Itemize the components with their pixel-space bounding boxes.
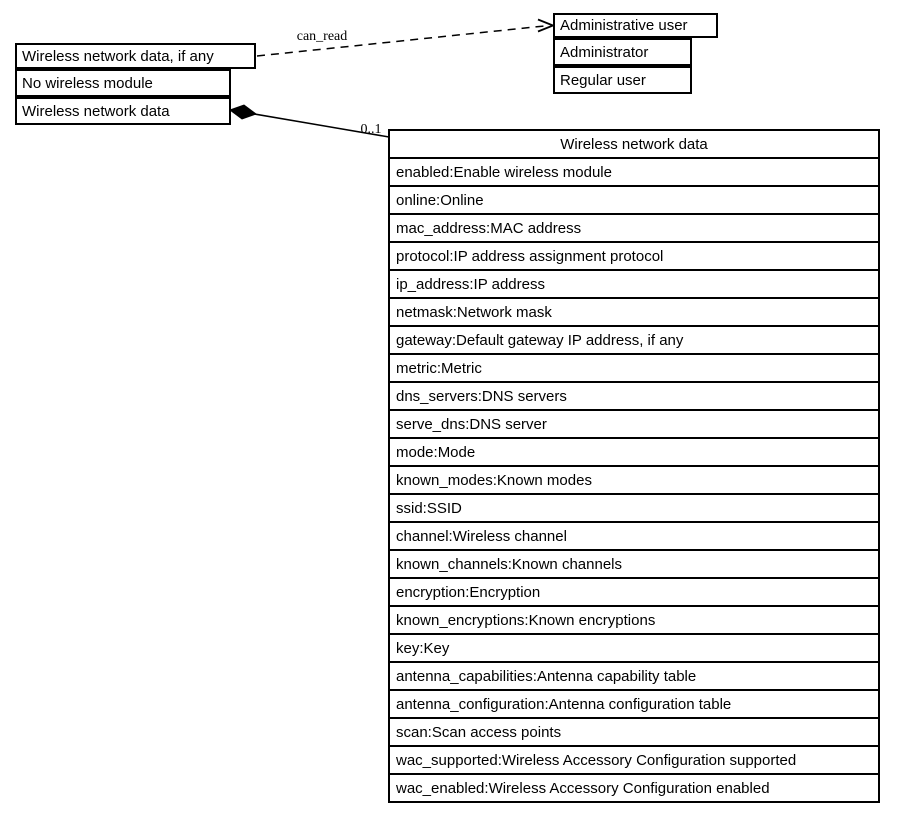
node-wireless-data-if-any: Wireless network data, if any	[15, 43, 256, 69]
table-row-known-channels: known_channels:Known channels	[390, 549, 878, 577]
node-no-wireless-module: No wireless module	[15, 69, 231, 97]
table-row-antenna-configuration: antenna_configuration:Antenna configurat…	[390, 689, 878, 717]
table-row-ip-address: ip_address:IP address	[390, 269, 878, 297]
wireless-data-table-title: Wireless network data	[560, 135, 708, 153]
table-row-netmask: netmask:Network mask	[390, 297, 878, 325]
table-row-wac-enabled: wac_enabled:Wireless Accessory Configura…	[390, 773, 878, 801]
table-row-dns-servers: dns_servers:DNS servers	[390, 381, 878, 409]
table-row-ssid: ssid:SSID	[390, 493, 878, 521]
table-row-enabled: enabled:Enable wireless module	[390, 157, 878, 185]
table-row-online: online:Online	[390, 185, 878, 213]
can-read-edge-label: can_read	[297, 29, 348, 44]
table-row-gateway: gateway:Default gateway IP address, if a…	[390, 325, 878, 353]
node-wireless-network-data: Wireless network data	[15, 97, 231, 125]
table-row-protocol: protocol:IP address assignment protocol	[390, 241, 878, 269]
table-row-known-modes: known_modes:Known modes	[390, 465, 878, 493]
table-row-scan: scan:Scan access points	[390, 717, 878, 745]
composition-diamond-icon	[228, 104, 258, 120]
can-read-edge-line	[256, 24, 550, 57]
table-row-wac-supported: wac_supported:Wireless Accessory Configu…	[390, 745, 878, 773]
table-row-metric: metric:Metric	[390, 353, 878, 381]
composition-edge-line	[230, 109, 390, 138]
node-regular-user: Regular user	[553, 66, 692, 94]
table-row-encryption: encryption:Encryption	[390, 577, 878, 605]
multiplicity-label: 0..1	[361, 122, 382, 137]
wireless-data-table: Wireless network data enabled:Enable wir…	[388, 129, 880, 803]
node-administrative-user: Administrative user	[553, 13, 718, 38]
table-row-mode: mode:Mode	[390, 437, 878, 465]
can-read-arrowhead-icon	[537, 18, 556, 33]
table-row-key: key:Key	[390, 633, 878, 661]
node-administrator: Administrator	[553, 38, 692, 66]
table-row-antenna-capabilities: antenna_capabilities:Antenna capability …	[390, 661, 878, 689]
table-row-known-encryptions: known_encryptions:Known encryptions	[390, 605, 878, 633]
table-row-serve-dns: serve_dns:DNS server	[390, 409, 878, 437]
table-row-mac-address: mac_address:MAC address	[390, 213, 878, 241]
table-row-channel: channel:Wireless channel	[390, 521, 878, 549]
